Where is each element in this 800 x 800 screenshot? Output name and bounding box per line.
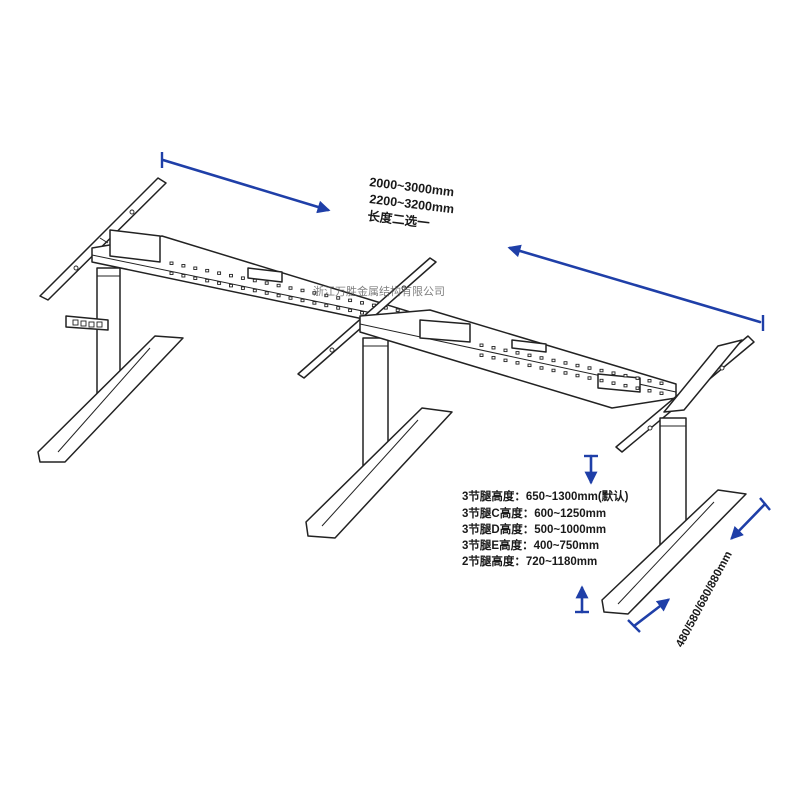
length-arrow-right [507,244,762,324]
beam-hole [336,296,341,300]
beam-hole [527,363,532,368]
beam-hole [551,368,556,373]
beam-hole [563,361,568,365]
beam-hole [563,371,568,375]
beam-hole [503,348,508,353]
beam-hole [479,353,484,357]
beam-hole [527,353,532,358]
beam-hole [229,283,233,288]
beam-hole [300,298,305,303]
beam-hole [479,343,484,347]
beam-hole [491,356,496,360]
beam-hole [240,286,245,290]
beam-hole [659,381,664,385]
beam-hole [635,386,640,390]
beam-hole [623,383,628,388]
beam-hole [539,356,544,360]
left-foot [37,335,184,463]
middle-foot [305,407,453,539]
height-spec-3: 3节腿D高度：500~1000mm [462,522,606,536]
beam-hole [647,379,652,383]
beam-hole [264,281,269,285]
length-arrow-left [161,158,331,214]
beam-hole [181,274,186,278]
beam-hole [300,288,305,293]
beam-hole [336,306,341,310]
right-leg [601,335,755,615]
beam-hole [288,296,293,300]
beam-hole [324,303,329,308]
left-top-bracket [39,177,167,301]
beam-hole [288,286,293,290]
beam-hole [395,308,400,312]
beam-hole [551,358,556,363]
beam-hole [491,346,496,350]
beam-hole [217,271,222,275]
height-spec-2: 3节腿C高度：600~1250mm [462,506,606,520]
watermark: 浙江万胜金属结构有限公司 [313,284,445,298]
beam-hole [360,301,364,305]
beam-hole [515,351,520,355]
beam-hole [599,368,604,373]
beam-hole [348,298,353,303]
beam-hole [635,376,640,380]
beam-hole [360,311,364,315]
beam-middle-right [359,309,677,409]
beam-hole [217,281,222,285]
depth-arrow-top [730,502,767,540]
beam-hole [611,381,616,385]
beam-hole [205,278,210,283]
beam-hole [169,261,174,265]
depth-options: 480/580/680/880mm [674,549,735,649]
beam-hole [659,391,664,395]
beam-hole [575,363,580,368]
beam-hole [169,271,174,275]
beam-hole [276,283,281,288]
beam-hole [252,278,257,283]
beam-hole [240,276,245,280]
beam-hole [623,373,628,378]
beam-hole [587,376,592,380]
beam-hole [252,288,257,293]
beam-hole [515,361,520,365]
beam-holes [479,343,664,395]
beam-hole [503,358,508,363]
beam-hole [205,268,210,273]
height-spec-1: 3节腿高度：650~1300mm(默认) [462,489,629,503]
beam-hole [575,373,580,378]
beam-hole [181,264,186,268]
beam-hole [312,291,317,295]
beam-hole [348,308,353,313]
dimension-arrows [160,152,771,633]
beam-hole [324,293,329,298]
left-leg [37,177,184,463]
height-spec-4: 3节腿E高度：400~750mm [462,538,599,552]
beam-hole [276,293,281,298]
beam-hole [229,273,233,278]
beam-hole [193,276,198,280]
beam-hole [539,366,544,370]
beam-hole [193,266,198,270]
beam-hole [647,389,652,393]
beam-hole [599,378,604,383]
beam-hole [264,291,269,295]
beam-hole [312,301,317,305]
height-spec-5: 2节腿高度：720~1180mm [462,554,597,568]
control-panel [65,315,109,331]
beam-hole [587,366,592,370]
depth-arrow-bottom [632,598,671,628]
beam-hole [611,371,616,375]
